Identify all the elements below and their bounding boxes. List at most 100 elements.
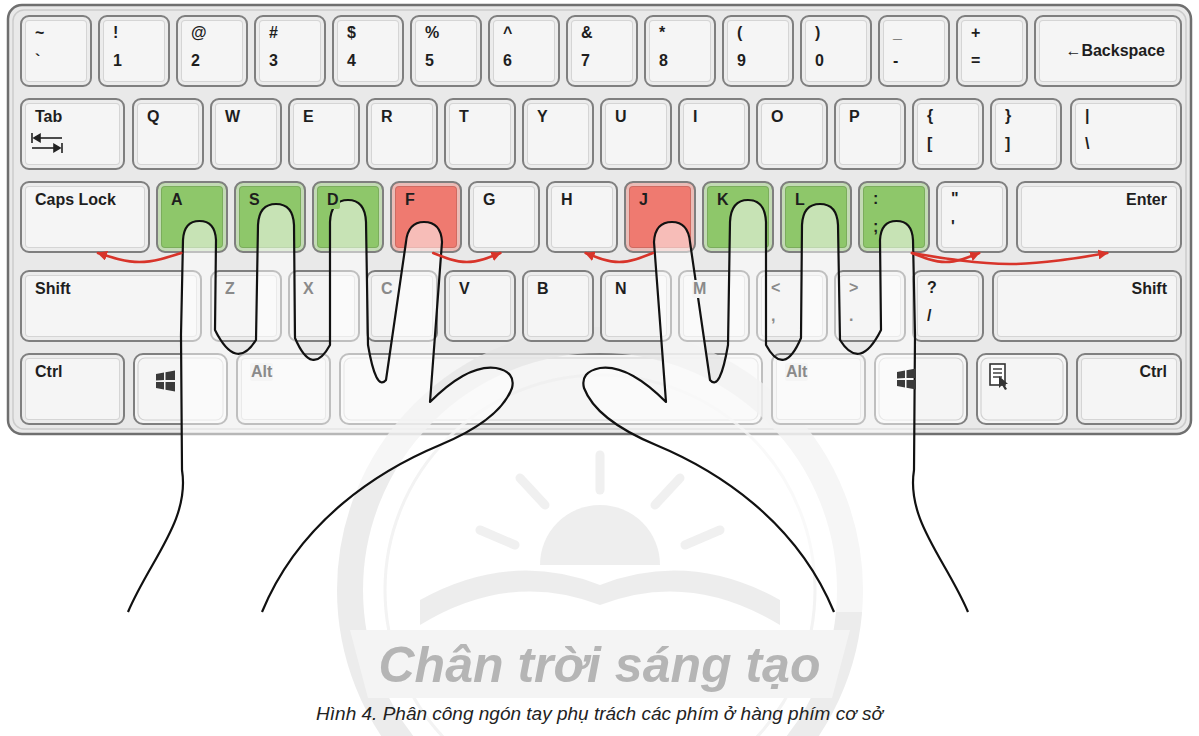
key-label: ) (814, 24, 821, 42)
finger-move-arrow (433, 253, 500, 262)
key-label: . (848, 307, 854, 325)
keyboard-key: Ctrl (1076, 353, 1182, 425)
key-label: 5 (424, 52, 435, 70)
keyboard-key: T (444, 98, 516, 170)
logo-pane (166, 371, 176, 381)
menu-symbol (990, 364, 1008, 390)
key-label: 0 (814, 52, 825, 70)
keyboard-key: P (834, 98, 906, 170)
key-label: X (302, 280, 315, 298)
key-label: V (458, 280, 471, 298)
key-label: F (404, 191, 416, 209)
key-label: Q (146, 108, 160, 126)
key-label: Tab (34, 108, 63, 126)
logo-ray (685, 530, 720, 545)
key-label: \ (1084, 135, 1090, 153)
key-label: Shift (34, 280, 72, 298)
key-label: = (970, 52, 981, 70)
key-label: ! (112, 24, 119, 42)
keyboard-key: Enter (1016, 181, 1182, 253)
keyboard-key: |\ (1070, 98, 1182, 170)
keyboard-key: Shift (992, 270, 1182, 342)
keyboard-key: *8 (644, 15, 716, 87)
keyboard-key: $4 (332, 15, 404, 87)
logo-pane (907, 380, 917, 390)
logo-ray (520, 478, 545, 505)
keyboard-key: W (210, 98, 282, 170)
key-label: # (268, 24, 279, 42)
keyboard-key: ←Backspace (1034, 15, 1182, 87)
logo-pane (156, 373, 164, 381)
keyboard-key: Caps Lock (20, 181, 150, 253)
key-label: J (638, 191, 649, 209)
key-label: Shift (1130, 280, 1168, 298)
key-label: _ (892, 24, 903, 42)
key-label: W (224, 108, 241, 126)
hand-outline (583, 200, 968, 612)
key-label: + (970, 24, 981, 42)
logo-book (420, 571, 780, 625)
keyboard-key: ^6 (488, 15, 560, 87)
keyboard-key: O (756, 98, 828, 170)
key-label: D (326, 191, 340, 209)
windows-logo (156, 371, 175, 392)
tab-bar (31, 133, 33, 143)
key-label: ~ (34, 24, 45, 42)
key-label: C (380, 280, 394, 298)
key-label: L (794, 191, 806, 209)
finger-move-arrow (912, 253, 1107, 264)
keyboard-key: Ctrl (20, 353, 125, 425)
key-label: " (950, 190, 960, 208)
key-label: Ctrl (1138, 363, 1168, 381)
key-label: Alt (250, 363, 273, 381)
keyboard-key: Shift (20, 270, 202, 342)
key-label: $ (346, 24, 357, 42)
key-label: M (692, 280, 707, 298)
keyboard-key: ~` (20, 15, 92, 87)
key-label: : (872, 190, 879, 208)
key-label: ←Backspace (1064, 42, 1166, 60)
logo-pane (897, 371, 905, 379)
key-label: | (1084, 107, 1090, 125)
hand-outline (128, 200, 513, 612)
key-label: 2 (190, 52, 201, 70)
right-hand (583, 200, 968, 612)
key-label: } (1004, 107, 1012, 125)
key-label: E (302, 108, 315, 126)
keyboard-key: G (468, 181, 540, 253)
key-label: - (892, 52, 899, 70)
left-hand (128, 200, 513, 612)
key-label: , (770, 307, 776, 325)
key-label: S (248, 191, 261, 209)
key-label: R (380, 108, 394, 126)
keyboard-key: V (444, 270, 516, 342)
finger-move-arrow (98, 253, 181, 262)
keyboard-key: Y (522, 98, 594, 170)
key-label: @ (190, 24, 208, 42)
keyboard-key: (9 (722, 15, 794, 87)
logo-pane (897, 380, 905, 388)
logo-ribbon (350, 630, 850, 698)
keyboard-key: ?/ (912, 270, 984, 342)
key-label: H (560, 191, 574, 209)
key-rim (981, 358, 1063, 420)
key-label: & (580, 24, 594, 42)
key-label: ; (872, 218, 879, 236)
logo-ray (596, 455, 605, 490)
keyboard-key: Tab (20, 98, 125, 170)
key-label: ? (926, 279, 938, 297)
logo-sun (540, 505, 660, 565)
key-label: / (926, 307, 932, 325)
keyboard-key: }] (990, 98, 1062, 170)
logo-ray (480, 530, 515, 545)
watermark-text: Chân trời sáng tạo (379, 637, 821, 693)
key-label: ] (1004, 135, 1011, 153)
tab-bar (61, 143, 63, 153)
logo-ray (655, 478, 680, 505)
key-label: N (614, 280, 628, 298)
menu-line (993, 372, 1002, 373)
watermark-box: Chân trời sáng tạo (0, 636, 1199, 694)
logo-pane (907, 369, 917, 379)
key-label: P (848, 108, 861, 126)
